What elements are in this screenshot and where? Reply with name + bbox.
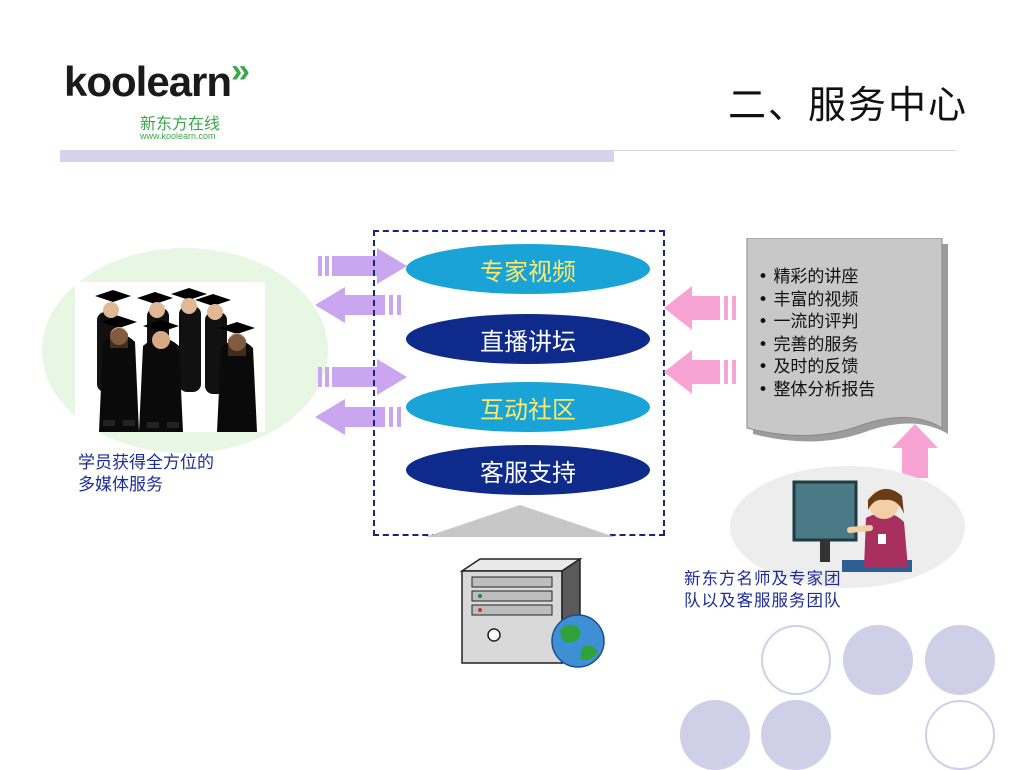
report-item: 一流的评判	[758, 311, 948, 334]
arrow-right-icon	[318, 248, 407, 284]
logo-chevron-icon: »	[231, 52, 250, 90]
server-up-arrow-icon	[425, 505, 615, 537]
graduates-illustration	[95, 288, 257, 432]
students-caption-line2: 多媒体服务	[78, 475, 163, 495]
decor-circle	[680, 700, 750, 770]
header-band	[60, 150, 614, 162]
teacher-caption-line1: 新东方名师及专家团	[684, 569, 842, 588]
logo-url: www.koolearn.com	[140, 131, 216, 141]
teacher-at-screen-icon	[792, 480, 912, 572]
report-item: 及时的反馈	[758, 356, 948, 379]
students-caption: 学员获得全方位的 多媒体服务	[78, 452, 268, 496]
report-item: 丰富的视频	[758, 289, 948, 312]
arrow-left-icon	[664, 286, 736, 330]
service-community: 互动社区	[406, 382, 650, 432]
students-caption-line1: 学员获得全方位的	[78, 453, 214, 473]
student-arrows	[315, 248, 407, 435]
server-globe-icon	[460, 557, 605, 668]
decor-circle	[925, 700, 995, 770]
logo-wordmark: koolearn	[64, 58, 232, 106]
report-features-list: 精彩的讲座 丰富的视频 一流的评判 完善的服务 及时的反馈 整体分析报告	[758, 266, 948, 401]
service-support: 客服支持	[406, 445, 650, 495]
logo-k: k	[64, 58, 87, 105]
logo-word-rest: oolearn	[86, 58, 232, 105]
report-item: 整体分析报告	[758, 379, 948, 402]
logo-chinese-name: 新东方在线	[140, 114, 221, 133]
decor-circle	[843, 625, 913, 695]
arrow-right-icon	[318, 359, 407, 395]
report-arrows	[664, 286, 736, 394]
graduates-photo	[75, 282, 265, 432]
report-item: 完善的服务	[758, 334, 948, 357]
service-expert-video: 专家视频	[406, 244, 650, 294]
teacher-caption-line2: 队以及客服服务团队	[684, 591, 842, 610]
report-item: 精彩的讲座	[758, 266, 948, 289]
decor-circle	[761, 700, 831, 770]
service-live-lecture: 直播讲坛	[406, 314, 650, 364]
slide-title: 二、服务中心	[727, 83, 968, 127]
teacher-caption: 新东方名师及专家团 队以及客服服务团队	[684, 568, 874, 612]
decor-circle	[925, 625, 995, 695]
header-divider	[614, 150, 956, 151]
arrow-left-icon	[664, 350, 736, 394]
decor-circle	[761, 625, 831, 695]
